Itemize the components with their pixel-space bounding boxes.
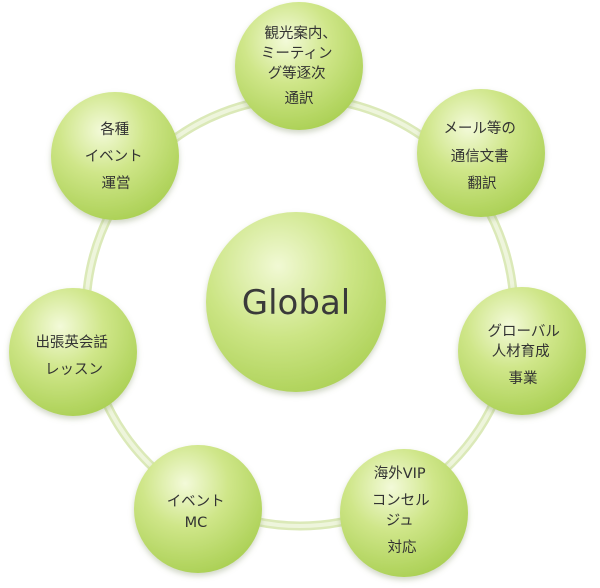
node-label: 海外VIP コンセル ジュ 対応 [372, 465, 435, 556]
node-vip-concierge: 海外VIP コンセル ジュ 対応 [340, 449, 468, 577]
center-circle [206, 212, 386, 392]
node-label-line: 運営 [102, 175, 131, 192]
node-translation: メール等の 通信文書 翻訳 [417, 89, 545, 217]
node-label-line: 通訳 [285, 90, 314, 107]
node-label-line: ジュ [386, 513, 414, 529]
node-global-hr: グローバル 人材育成 事業 [458, 287, 586, 415]
node-label-line: イベント [167, 494, 225, 510]
center-node: Global [206, 212, 386, 392]
node-label: 出張英会話 レッスン [35, 333, 112, 378]
node-label: 各種 イベント 運営 [85, 121, 148, 192]
node-english-lessons: 出張英会話 レッスン [9, 288, 137, 416]
node-circle [340, 449, 468, 577]
node-label: グローバル 人材育成 事業 [488, 323, 565, 387]
node-label: イベント MC [167, 494, 230, 531]
node-label-line: 翻訳 [468, 175, 497, 192]
node-event-management: 各種 イベント 運営 [51, 92, 179, 220]
node-circle [9, 288, 137, 416]
node-label-line: レッスン [45, 362, 103, 378]
node-circle [417, 89, 545, 217]
node-label-line: 観光案内、 [264, 24, 337, 42]
node-label: 観光案内、 ミーティン グ等逐次 通訳 [261, 24, 342, 107]
center-label: Global [242, 283, 350, 323]
node-label-line: イベント [85, 149, 143, 165]
node-circle [51, 92, 179, 220]
node-tour-guide: 観光案内、 ミーティン グ等逐次 通訳 [235, 2, 363, 130]
node-label-line: 海外VIP [374, 465, 426, 482]
node-label-line: 出張英会話 [35, 333, 108, 351]
node-label: メール等の 通信文書 翻訳 [443, 119, 520, 192]
node-label-line: MC [185, 515, 208, 531]
node-label-line: コンセル [372, 493, 430, 509]
node-label-line: ミーティン [261, 46, 333, 62]
node-label-line: 通信文書 [451, 148, 509, 165]
node-event-mc: イベント MC [134, 445, 262, 573]
node-label-line: メール等の [443, 119, 516, 137]
node-label-line: グローバル [488, 323, 560, 340]
node-label-line: 人材育成 [492, 343, 550, 360]
node-label-line: 対応 [388, 539, 417, 556]
node-label-line: 各種 [100, 121, 129, 138]
node-circle [134, 445, 262, 573]
node-label-line: グ等逐次 [268, 64, 326, 82]
node-circle [458, 287, 586, 415]
node-circle [235, 2, 363, 130]
node-label-line: 事業 [509, 370, 538, 387]
